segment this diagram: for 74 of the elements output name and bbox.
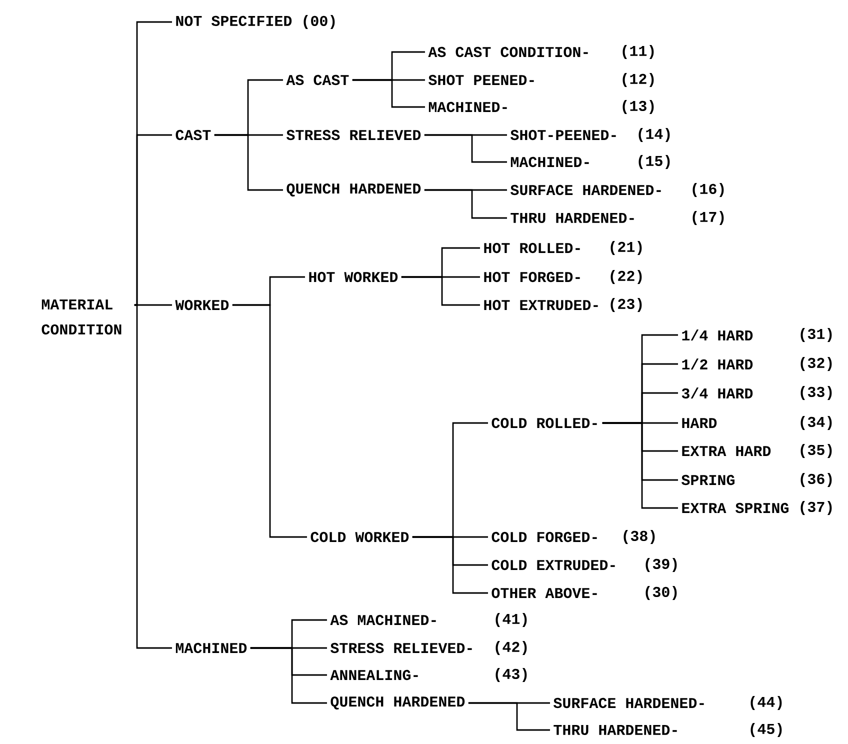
code-label: (38) bbox=[624, 530, 655, 544]
code-label: (37) bbox=[800, 501, 832, 515]
category-label: COLD WORKED bbox=[310, 532, 409, 542]
category-label: SHOT PEENED- bbox=[428, 74, 534, 86]
connector-line bbox=[134, 134, 172, 306]
code-label: (12) bbox=[622, 73, 654, 87]
code-label: (44) bbox=[750, 696, 782, 710]
code-label: (34) bbox=[800, 416, 832, 430]
category-label: WORKED bbox=[175, 300, 229, 310]
category-label: AS MACHINED- bbox=[330, 614, 436, 626]
category-label: COLD FORGED- bbox=[492, 532, 597, 542]
category-label: EXTRA SPRING bbox=[682, 502, 788, 514]
connector-line bbox=[401, 276, 480, 306]
connector-line bbox=[424, 189, 507, 219]
connector-line bbox=[412, 536, 488, 594]
category-label: HOT WORKED bbox=[309, 272, 398, 282]
category-label: SURFACE HARDENED- bbox=[554, 698, 704, 708]
code-label: (11) bbox=[622, 45, 654, 59]
code-label: (41) bbox=[496, 613, 527, 627]
category-label: AS CAST bbox=[286, 74, 349, 86]
code-label: (35) bbox=[800, 444, 832, 458]
connector-line bbox=[468, 702, 550, 731]
code-label: (30) bbox=[646, 586, 677, 600]
category-label: STRESS RELIEVED- bbox=[330, 642, 472, 654]
category-label: HOT ROLLED- bbox=[484, 242, 580, 254]
category-label: 1/2 HARD bbox=[682, 358, 753, 370]
code-label: (32) bbox=[800, 357, 832, 371]
code-label: (15) bbox=[638, 155, 670, 169]
category-label: COLD EXTRUDED- bbox=[492, 560, 615, 570]
connector-line bbox=[352, 79, 425, 108]
category-label: 3/4 HARD bbox=[682, 387, 753, 399]
category-label: ANNEALING- bbox=[330, 670, 418, 680]
code-label: (31) bbox=[800, 328, 832, 342]
category-label: MACHINED- bbox=[510, 156, 589, 168]
connector-line bbox=[424, 134, 507, 163]
category-label: NOT SPECIFIED (00) bbox=[176, 15, 335, 29]
code-label: (16) bbox=[692, 183, 724, 197]
connector-line bbox=[214, 134, 283, 191]
category-label: SURFACE HARDENED- bbox=[510, 184, 661, 196]
code-label: (36) bbox=[800, 473, 832, 487]
connector-line bbox=[134, 304, 172, 649]
category-label: MACHINED- bbox=[428, 102, 507, 112]
category-label: QUENCH HARDENED bbox=[286, 184, 421, 196]
category-label: EXTRA HARD bbox=[682, 446, 771, 456]
code-label: (22) bbox=[610, 270, 642, 284]
code-label: (42) bbox=[496, 641, 527, 655]
category-label: SPRING bbox=[682, 474, 734, 486]
code-label: (45) bbox=[750, 723, 782, 737]
category-label: COLD ROLLED- bbox=[492, 418, 597, 428]
category-label: THRU HARDENED- bbox=[510, 213, 634, 223]
code-label: (23) bbox=[610, 298, 642, 312]
code-label: (13) bbox=[622, 100, 654, 114]
category-label: HARD bbox=[682, 418, 717, 428]
category-label: STRESS RELIEVED bbox=[286, 130, 421, 140]
category-label: 1/4 HARD bbox=[682, 330, 753, 340]
category-label: MACHINED bbox=[176, 642, 247, 654]
code-label: (21) bbox=[610, 241, 642, 255]
code-label: (14) bbox=[638, 128, 670, 142]
code-label: (33) bbox=[800, 386, 832, 400]
category-label: HOT FORGED- bbox=[484, 272, 580, 282]
category-label: CAST bbox=[176, 130, 211, 140]
category-label: HOT EXTRUDED- bbox=[484, 300, 598, 310]
category-label: AS CAST CONDITION- bbox=[428, 46, 588, 58]
category-label: SHOT-PEENED- bbox=[510, 130, 616, 140]
code-label: (39) bbox=[646, 558, 677, 572]
code-label: (17) bbox=[692, 211, 724, 225]
category-label: THRU HARDENED- bbox=[554, 725, 677, 736]
code-label: (43) bbox=[496, 668, 527, 682]
category-label: QUENCH HARDENED bbox=[330, 696, 465, 710]
connector-line bbox=[250, 647, 327, 704]
connector-line bbox=[602, 422, 678, 509]
category-label: OTHER ABOVE- bbox=[492, 588, 597, 598]
root-label: MATERIAL CONDITION bbox=[42, 300, 122, 335]
connector-line bbox=[232, 304, 307, 538]
